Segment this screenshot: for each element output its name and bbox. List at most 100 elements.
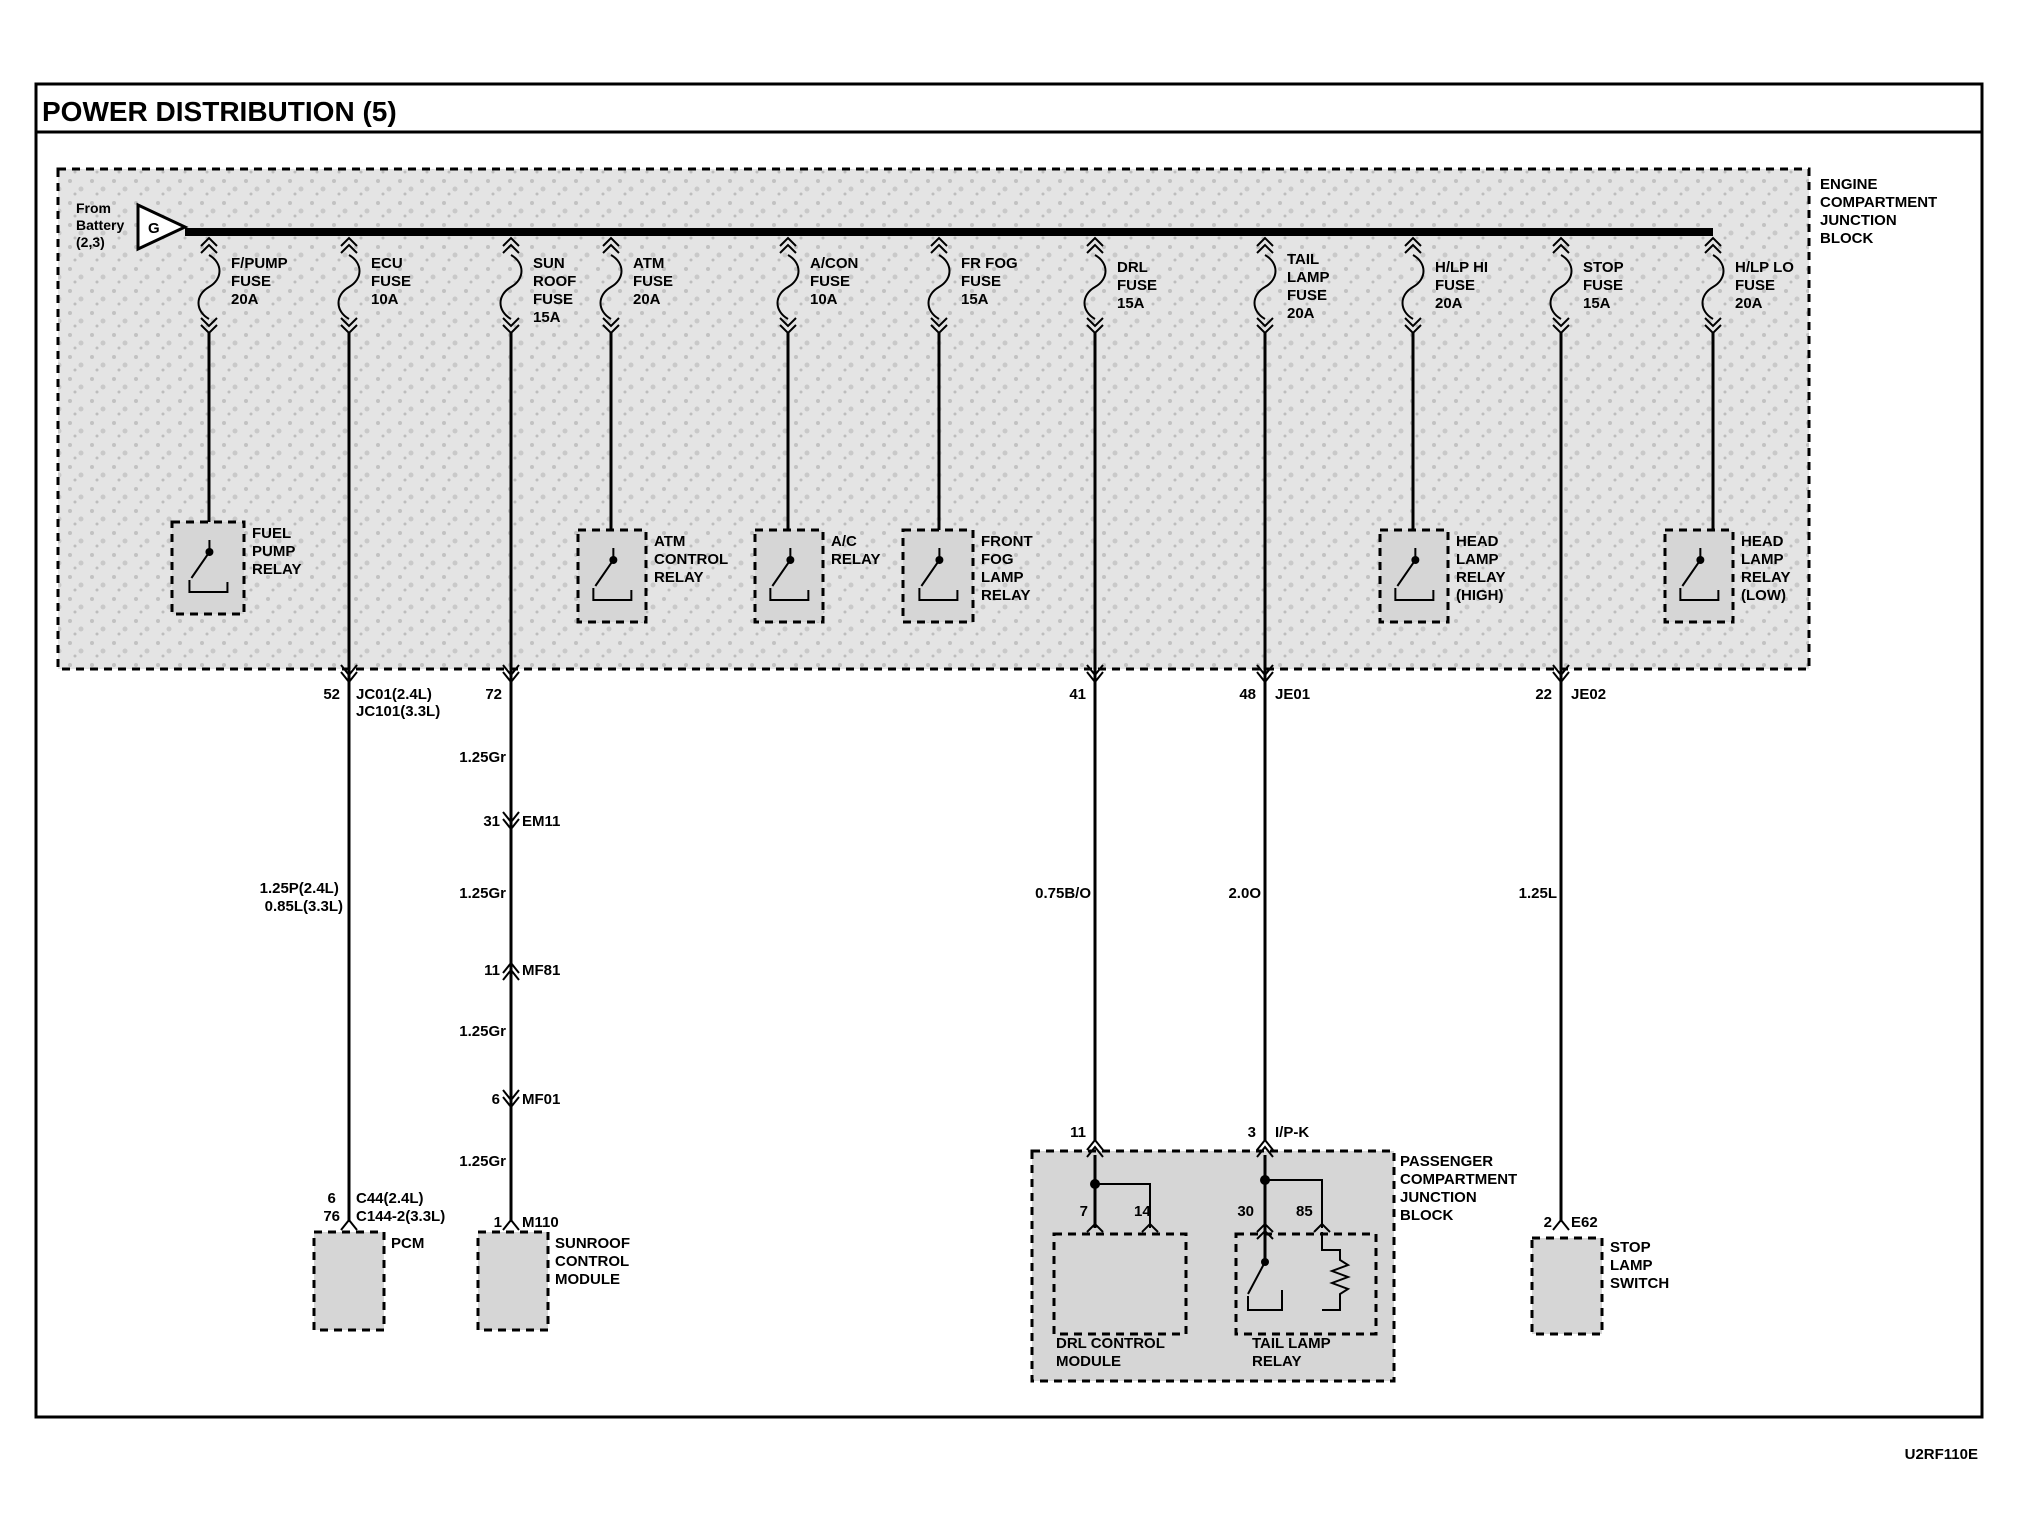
- pin-em11: 31: [483, 813, 500, 830]
- pin-tail-top: 48: [1239, 686, 1256, 703]
- battery-terminal-arrow: [136, 202, 189, 252]
- connector-ecu-bottom-label: C44(2.4L) C144-2(3.3L): [356, 1190, 445, 1225]
- fuse-connector-top: [340, 236, 358, 254]
- connector-m110: [502, 1218, 520, 1231]
- pin-ecu-top: 52: [323, 686, 340, 703]
- connector-em11: [502, 811, 520, 831]
- connector-tail-relay: [1256, 1222, 1331, 1240]
- pin-mf81: 11: [484, 962, 500, 979]
- fuse-connector-top: [930, 236, 948, 254]
- pin-drl-module-7: 7: [1080, 1203, 1088, 1220]
- connector-mf01: [502, 1089, 520, 1109]
- connector-je02: JE02: [1571, 686, 1606, 703]
- fuse-connector-top: [1256, 236, 1274, 254]
- figure-code: U2RF110E: [1905, 1446, 1978, 1463]
- fuse-connector-top: [779, 236, 797, 254]
- relay-box: [901, 528, 975, 624]
- fuse-connector-top: [1404, 236, 1422, 254]
- wire-drl-spec: 0.75B/O: [1035, 885, 1091, 902]
- wire-ecu-spec: 1.25P(2.4L) 0.85L(3.3L): [260, 880, 343, 915]
- tail-lamp-relay-box: [1234, 1232, 1378, 1336]
- connector-ecu-bottom: [340, 1218, 358, 1231]
- passenger-block-label: PASSENGER COMPARTMENT JUNCTION BLOCK: [1400, 1153, 1521, 1224]
- fuse-symbol: [776, 254, 800, 320]
- wire-tail-spec: 2.0O: [1228, 885, 1261, 902]
- wire-drl-splice-branch: [1095, 1183, 1151, 1228]
- drl-control-module-label: DRL CONTROL MODULE: [1056, 1335, 1169, 1370]
- relay-box: [170, 520, 246, 616]
- fuse-symbol: [499, 254, 523, 320]
- fuse-symbol: [1253, 254, 1277, 320]
- battery-source-label: From Battery (2,3): [76, 200, 128, 250]
- fuse-symbol: [1083, 254, 1107, 320]
- pin-e62: 2: [1544, 1214, 1552, 1231]
- wire-tail-splice-branch: [1265, 1179, 1323, 1228]
- pin-drl-module-14: 14: [1134, 1203, 1151, 1220]
- fuse-connector-top: [200, 236, 218, 254]
- pin-tail-relay-30: 30: [1237, 1203, 1254, 1220]
- engine-block-label: ENGINE COMPARTMENT JUNCTION BLOCK: [1820, 176, 1941, 247]
- relay-box: [576, 528, 648, 624]
- relay-contact-icon: [786, 556, 795, 564]
- connector-mf01-label: MF01: [522, 1091, 560, 1108]
- stop-lamp-switch-label: STOP LAMP SWITCH: [1610, 1239, 1669, 1292]
- pcm-label: PCM: [391, 1235, 424, 1252]
- fuse-connector-top: [1552, 236, 1570, 254]
- fuse-connector-top: [502, 236, 520, 254]
- pcm-box: [312, 1230, 386, 1332]
- fuse-connector-top: [1086, 236, 1104, 254]
- relay-box: [753, 528, 825, 624]
- passenger-junction-block: [1030, 1149, 1396, 1383]
- connector-ipk: I/P-K: [1275, 1124, 1309, 1141]
- fuse-symbol: [197, 254, 221, 320]
- relay-contact-icon: [1696, 556, 1705, 564]
- connector-tail-pj: [1256, 1138, 1274, 1158]
- fuse-connector-top: [602, 236, 620, 254]
- sunroof-module-box: [476, 1230, 550, 1332]
- pin-ecu-bottom: 6 76: [323, 1190, 340, 1225]
- relay-box: [1663, 528, 1735, 624]
- pin-tail-pj: 3: [1248, 1124, 1256, 1141]
- fuse-symbol: [927, 254, 951, 320]
- pin-mf01: 6: [492, 1091, 500, 1108]
- connector-m110-label: M110: [522, 1214, 559, 1231]
- relay-box: [1378, 528, 1450, 624]
- connector-em11-label: EM11: [522, 813, 560, 830]
- tail-relay-contact: [1261, 1258, 1269, 1266]
- tail-relay-coil: [1321, 1232, 1351, 1311]
- connector-mf81: [502, 961, 520, 981]
- pin-sunroof-top: 72: [485, 686, 502, 703]
- wire-sunroof-spec-4: 1.25Gr: [459, 1153, 506, 1170]
- pin-drl-pj: 11: [1070, 1124, 1086, 1141]
- fuse-symbol: [1549, 254, 1573, 320]
- relay-contact-icon: [935, 556, 944, 564]
- page-title: POWER DISTRIBUTION (5): [42, 96, 397, 127]
- connector-drl-pj: [1086, 1138, 1104, 1158]
- tail-lamp-relay-label: TAIL LAMP RELAY: [1252, 1335, 1335, 1370]
- wire-stop-spec: 1.25L: [1519, 885, 1557, 902]
- relay-contact-icon: [205, 548, 214, 556]
